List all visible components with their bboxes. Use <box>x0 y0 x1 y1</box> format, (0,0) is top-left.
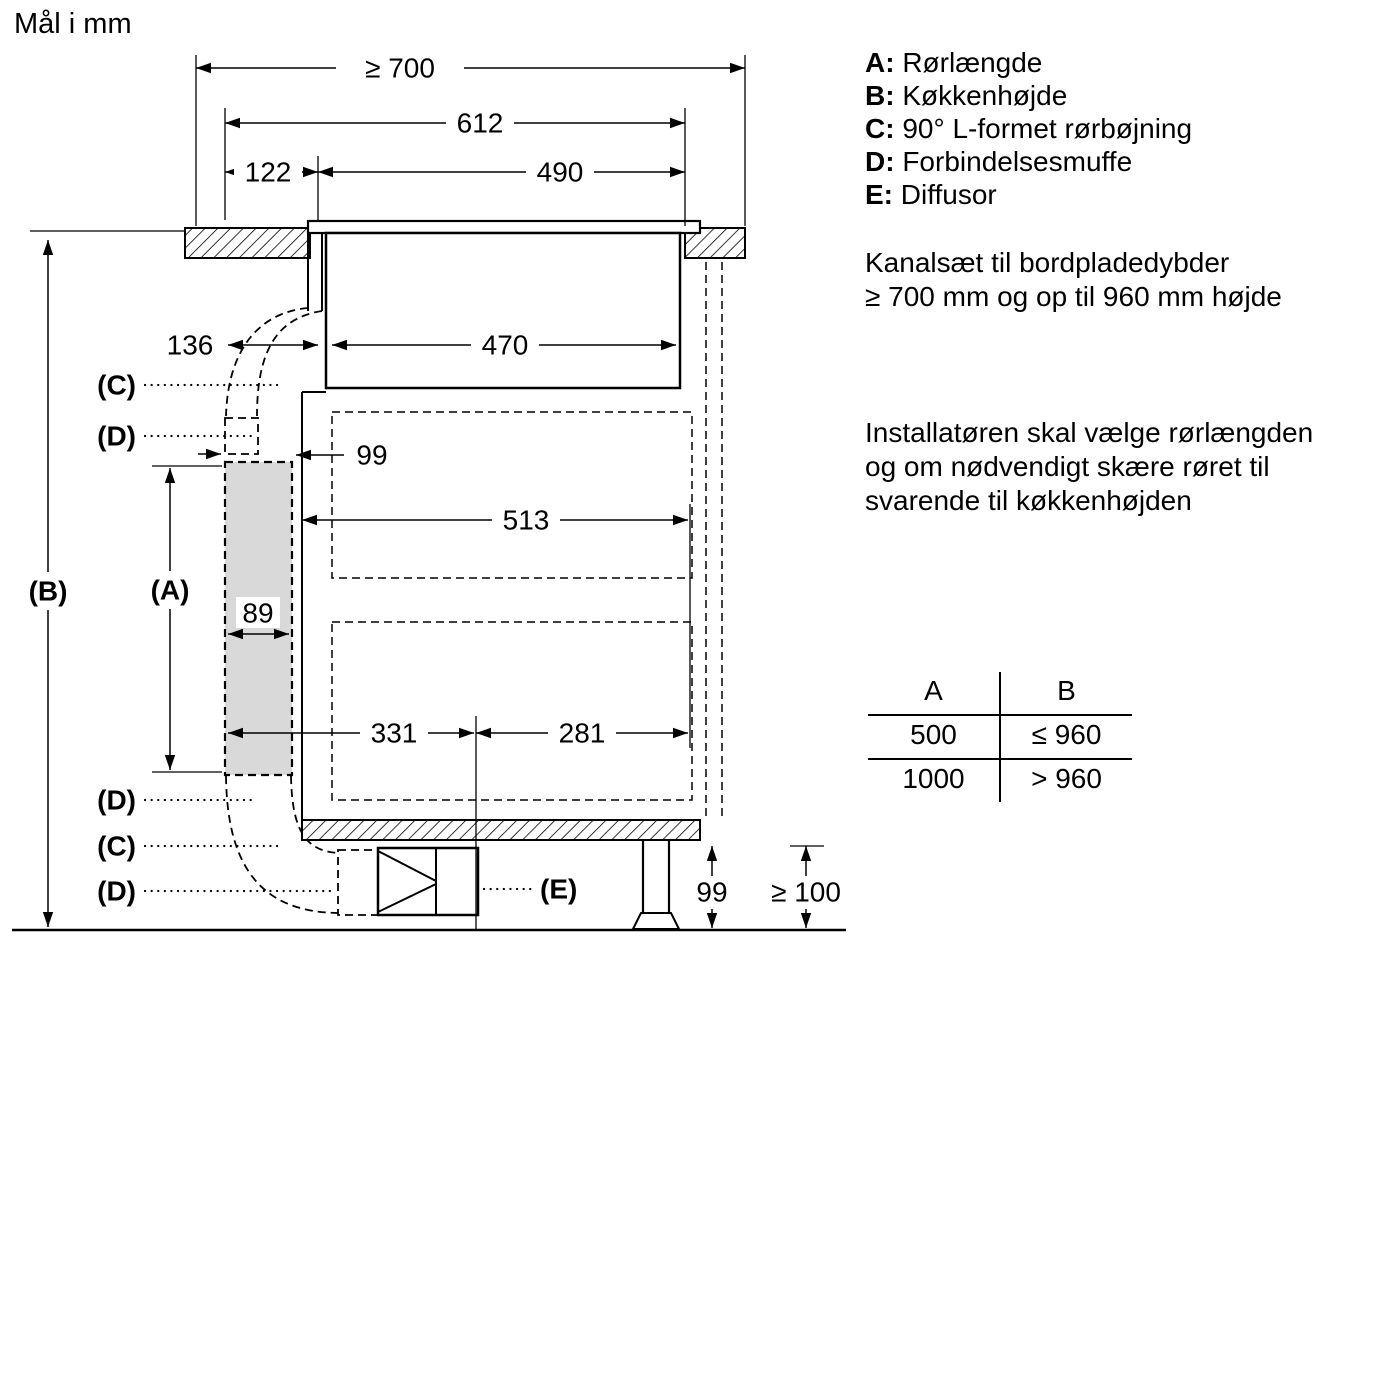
legend-item-b: B: Køkkenhøjde <box>865 79 1192 112</box>
ab-table: A B 500 ≤ 960 1000 > 960 <box>868 672 1132 802</box>
dim-99-bottom: 99 <box>696 877 727 908</box>
plenum-box <box>324 231 682 390</box>
dim-136: 136 <box>167 330 214 361</box>
dim-513: 513 <box>503 505 550 536</box>
extension-lines <box>30 55 824 929</box>
legend-label-a: Rørlængde <box>902 47 1043 78</box>
label-D-mid: (D) <box>97 785 136 816</box>
legend-item-d: D: Forbindelsesmuffe <box>865 145 1192 178</box>
label-B: (B) <box>29 576 68 607</box>
note-installer: Installatøren skal vælge rørlængden og o… <box>865 417 1314 516</box>
legend-key-e: E: <box>865 179 893 210</box>
dim-122: 122 <box>245 157 292 188</box>
leg <box>631 840 681 930</box>
connector-D-bottom <box>337 849 379 916</box>
ab-table-header-a: A <box>868 672 1001 716</box>
label-C-top: (C) <box>97 370 136 401</box>
legend-key-c: C: <box>865 113 895 144</box>
ab-table-cell-a2: 1000 <box>868 759 1001 802</box>
note-duct-set: Kanalsæt til bordpladedybder ≥ 700 mm og… <box>865 247 1282 312</box>
bend-C-top <box>225 307 323 417</box>
legend-item-a: A: Rørlængde <box>865 46 1192 79</box>
ab-table-row-2: 1000 > 960 <box>868 759 1132 802</box>
label-D-top: (D) <box>97 421 136 452</box>
countertop-right <box>684 227 746 259</box>
ab-table-cell-b2: > 960 <box>1031 763 1102 794</box>
label-C-bottom: (C) <box>97 831 136 862</box>
dim-331: 331 <box>371 718 418 749</box>
dim-99-top: 99 <box>356 440 387 471</box>
units-note: Mål i mm <box>14 8 132 40</box>
hob-glass-top <box>306 219 702 235</box>
countertop <box>184 227 746 259</box>
label-D-bottom: (D) <box>97 876 136 907</box>
dim-470: 470 <box>482 330 529 361</box>
rear-duct-dashed <box>705 262 723 820</box>
ab-table-cell-a1: 500 <box>868 715 1001 760</box>
legend-label-e: Diffusor <box>900 179 997 210</box>
dim-100: ≥ 100 <box>771 877 841 908</box>
legend-key-d: D: <box>865 146 895 177</box>
dim-700: ≥ 700 <box>365 53 435 84</box>
ab-table-cell-b1: ≤ 960 <box>1000 715 1132 760</box>
legend-key-a: A: <box>865 47 895 78</box>
ab-table-header-b: B <box>1000 672 1132 716</box>
callout-leaders <box>143 383 534 893</box>
cabinet-bottom <box>301 819 701 841</box>
dim-612: 612 <box>457 108 504 139</box>
legend-key-b: B: <box>865 80 895 111</box>
legend: A: Rørlængde B: Køkkenhøjde C: 90° L-for… <box>865 46 1192 211</box>
dim-490: 490 <box>537 157 584 188</box>
legend-item-e: E: Diffusor <box>865 178 1192 211</box>
diffusor-E <box>376 846 480 917</box>
ab-table-header-row: A B <box>868 672 1132 716</box>
label-E: (E) <box>540 874 577 905</box>
legend-item-c: C: 90° L-formet rørbøjning <box>865 112 1192 145</box>
hob-body <box>301 219 702 820</box>
bend-C-bottom <box>225 775 341 914</box>
cabinet-dashed-zones <box>331 411 693 801</box>
dim-281: 281 <box>559 718 606 749</box>
dim-89: 89 <box>242 598 273 629</box>
legend-label-d: Forbindelsesmuffe <box>902 146 1133 177</box>
countertop-left <box>184 227 311 259</box>
label-backgrounds <box>21 51 851 909</box>
legend-label-b: Køkkenhøjde <box>902 80 1068 111</box>
label-A: (A) <box>151 575 190 606</box>
ab-table-row-1: 500 ≤ 960 <box>868 715 1132 760</box>
legend-label-c: 90° L-formet rørbøjning <box>902 113 1193 144</box>
